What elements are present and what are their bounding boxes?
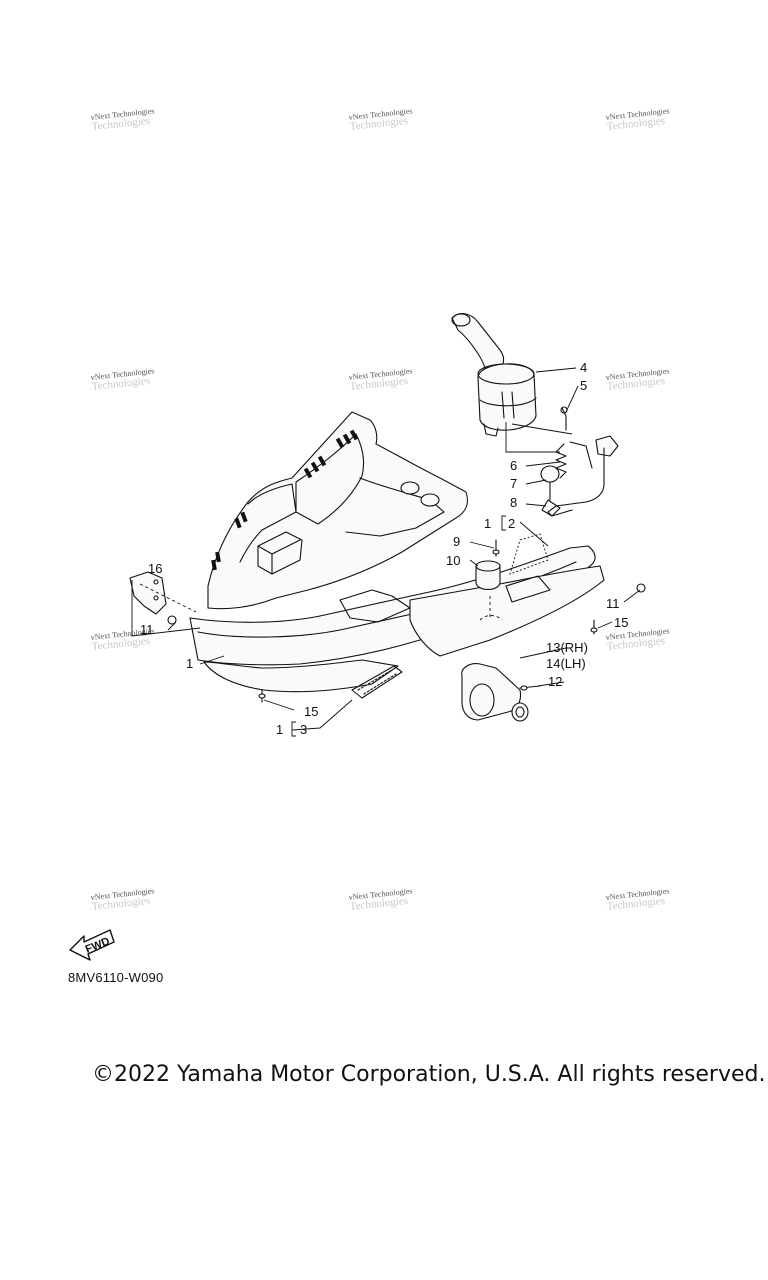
callout-2: 2 [508, 516, 515, 531]
leader-lines [167, 367, 641, 737]
diagram-code: 8MV6110-W090 [68, 970, 164, 985]
callout-1-bottom: 1 [276, 722, 283, 737]
callout-16: 16 [148, 561, 162, 576]
fasteners [167, 539, 646, 703]
part-5-8-bracket [541, 406, 619, 517]
callout-3: 3 [300, 722, 307, 737]
callout-1-left: 1 [186, 656, 193, 671]
callout-labels: 4 5 6 7 8 1 2 9 10 11 15 16 11 1 13(RH) … [140, 360, 628, 737]
callout-14: 14(LH) [546, 656, 586, 671]
callout-15-right: 15 [614, 615, 628, 630]
callout-8: 8 [510, 495, 517, 510]
callout-11-right: 11 [606, 596, 620, 611]
copyright-notice: ©2022 Yamaha Motor Corporation, U.S.A. A… [92, 1062, 766, 1087]
part-7-damper [540, 465, 560, 501]
part-13-14-duct [461, 663, 529, 722]
callout-5: 5 [580, 378, 587, 393]
callout-7: 7 [510, 476, 517, 491]
callout-1-top: 1 [484, 516, 491, 531]
callout-4: 4 [580, 360, 587, 375]
callout-10: 10 [446, 553, 460, 568]
callout-15-bottom: 15 [304, 704, 318, 719]
callout-6: 6 [510, 458, 517, 473]
callout-11-left: 11 [140, 622, 154, 637]
callout-9: 9 [453, 534, 460, 549]
part-4-muffler [451, 313, 537, 437]
part-6-spring [555, 443, 567, 479]
fwd-label: FWD [84, 935, 112, 956]
fwd-arrow-icon: FWD [69, 929, 115, 961]
part-1-hull-cover [189, 411, 605, 699]
part-10-cup [475, 560, 501, 591]
part-16-bracket [129, 571, 201, 637]
callout-12: 12 [548, 674, 562, 689]
callout-13: 13(RH) [546, 640, 588, 655]
